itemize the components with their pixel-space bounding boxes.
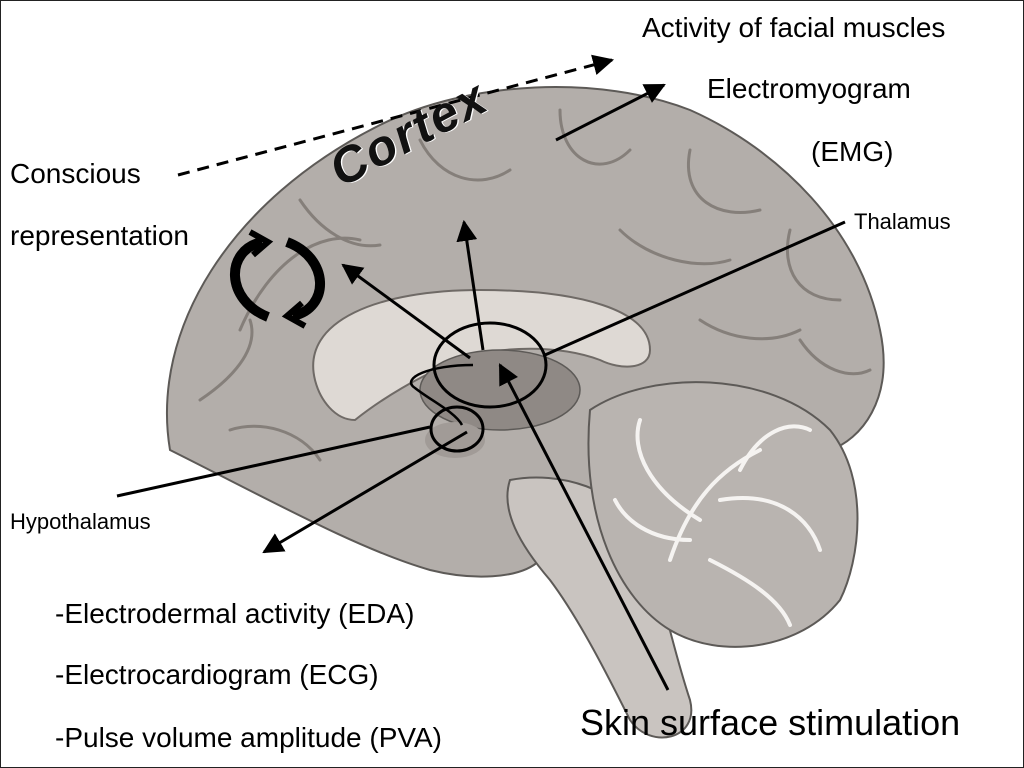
label-hypothalamus: Hypothalamus	[10, 509, 151, 534]
arrow-to-conscious	[341, 263, 471, 360]
dashed-arrow-facial	[177, 54, 615, 177]
thalamus-circle	[432, 321, 548, 409]
arrow-from-skin	[498, 363, 670, 691]
thalamus-region	[419, 349, 581, 431]
leader-thalamus	[544, 220, 846, 357]
label-thalamus: Thalamus	[854, 209, 951, 234]
leader-hypothalamus	[116, 425, 431, 498]
label-eda: -Electrodermal activity (EDA)	[55, 598, 415, 629]
label-emg-line2: (EMG)	[811, 136, 894, 167]
hypothalamus-circle	[429, 405, 485, 453]
arrow-to-cortex	[456, 219, 485, 351]
cycle-icon	[230, 229, 325, 329]
label-skin-stimulation: Skin surface stimulation	[580, 702, 961, 743]
corpus-callosum	[312, 288, 652, 422]
gyri-folds	[198, 108, 872, 462]
label-ecg: -Electrocardiogram (ECG)	[55, 659, 379, 690]
label-conscious: Conscious	[10, 158, 141, 189]
label-representation: representation	[10, 220, 190, 251]
label-pva: -Pulse volume amplitude (PVA)	[55, 722, 442, 753]
label-emg-line1: Electromyogram	[707, 73, 911, 104]
arrow-emg	[555, 83, 666, 142]
label-facial-muscles: Activity of facial muscles	[642, 12, 946, 43]
cerebellum	[587, 381, 859, 648]
brain-illustration	[166, 86, 885, 739]
neural-pathway	[409, 363, 474, 426]
arrow-to-autonomic	[262, 430, 468, 554]
arbor-vitae	[613, 418, 822, 627]
